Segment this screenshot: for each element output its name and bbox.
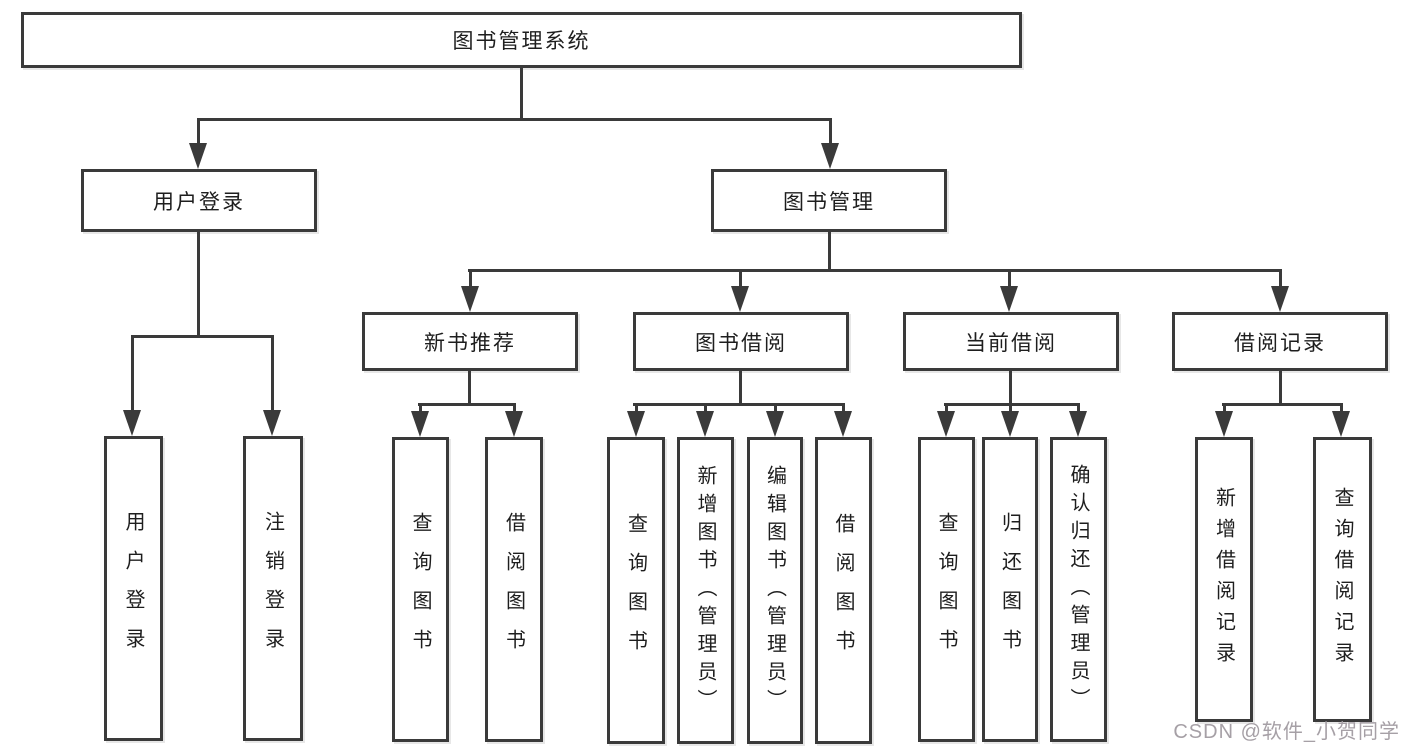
connector-arrow [1215,403,1233,437]
arrow-down-icon [937,411,955,437]
arrow-stem [1222,403,1226,417]
arrow-down-icon [766,411,784,437]
leaf-edit-book-admin: 编辑图书（管理员） [747,437,803,744]
arrow-down-icon [263,410,281,436]
arrow-stem [512,403,516,417]
arrow-down-icon [1215,411,1233,437]
connector-arrow [1271,272,1289,312]
arrow-down-icon [821,143,839,169]
connector-arrow [461,272,479,312]
leaf-add-book-admin: 新增图书（管理员） [677,437,734,744]
connector-rail [418,403,516,406]
leaf-query-borrow-record: 查询借阅记录 [1313,437,1372,722]
arrow-stem [1278,272,1282,292]
node-borrow-record: 借阅记录 [1172,312,1388,371]
arrow-stem [828,121,832,149]
connector-line [1279,371,1282,403]
arrow-stem [634,403,638,417]
connector-arrow [1001,403,1019,437]
connector-arrow [627,403,645,437]
connector-arrow [937,403,955,437]
arrow-down-icon [1000,286,1018,312]
connector-rail [633,403,843,406]
leaf-logout: 注销登录 [243,436,303,741]
leaf-query-books-borrow: 查询图书 [607,437,665,744]
arrow-stem [270,335,274,416]
connector-arrow [411,403,429,437]
arrow-stem [738,272,742,292]
connector-line [468,371,471,403]
connector-line [1009,371,1012,403]
connector-arrow [189,121,207,169]
arrow-stem [703,403,707,417]
node-user-login: 用户登录 [81,169,317,232]
arrow-down-icon [1001,411,1019,437]
leaf-query-books-current: 查询图书 [918,437,975,742]
arrow-stem [418,403,422,417]
node-book-borrow: 图书借阅 [633,312,849,371]
connector-rail [944,403,1080,406]
node-new-book-recommend: 新书推荐 [362,312,578,371]
leaf-return-books: 归还图书 [982,437,1038,742]
leaf-query-books-recommend: 查询图书 [392,437,449,742]
connector-arrow [505,403,523,437]
arrow-down-icon [696,411,714,437]
connector-line [828,232,831,272]
arrow-down-icon [834,411,852,437]
leaf-confirm-return-admin: 确认归还（管理员） [1050,437,1107,742]
arrow-down-icon [1069,411,1087,437]
connector-rail [197,118,832,121]
connector-arrow [821,121,839,169]
arrow-stem [1007,272,1011,292]
connector-arrow [834,403,852,437]
arrow-down-icon [1332,411,1350,437]
node-book-management: 图书管理 [711,169,947,232]
connector-arrow [696,403,714,437]
arrow-stem [1008,403,1012,417]
connector-arrow [1069,403,1087,437]
leaf-add-borrow-record: 新增借阅记录 [1195,437,1253,722]
arrow-down-icon [731,286,749,312]
arrow-stem [468,272,472,292]
arrow-down-icon [123,410,141,436]
connector-arrow [731,272,749,312]
node-current-borrow: 当前借阅 [903,312,1119,371]
connector-arrow [123,335,141,436]
connector-arrow [1332,403,1350,437]
leaf-borrow-books-recommend: 借阅图书 [485,437,543,742]
node-root: 图书管理系统 [21,12,1022,68]
connector-line [520,68,523,121]
arrow-down-icon [461,286,479,312]
arrow-stem [196,121,200,149]
connector-rail [1222,403,1343,406]
arrow-stem [1076,403,1080,417]
arrow-stem [130,335,134,416]
arrow-stem [944,403,948,417]
arrow-down-icon [627,411,645,437]
arrow-down-icon [505,411,523,437]
connector-arrow [1000,272,1018,312]
connector-rail [468,269,1282,272]
arrow-down-icon [189,143,207,169]
arrow-stem [841,403,845,417]
leaf-user-login: 用户登录 [104,436,163,741]
connector-arrow [766,403,784,437]
connector-line [739,371,742,403]
watermark: CSDN @软件_小贺同学 [1173,721,1400,743]
connector-line [197,232,200,335]
leaf-borrow-books: 借阅图书 [815,437,872,744]
arrow-stem [1339,403,1343,417]
arrow-down-icon [411,411,429,437]
connector-arrow [263,335,281,436]
arrow-stem [773,403,777,417]
connector-rail [131,335,274,338]
arrow-down-icon [1271,286,1289,312]
